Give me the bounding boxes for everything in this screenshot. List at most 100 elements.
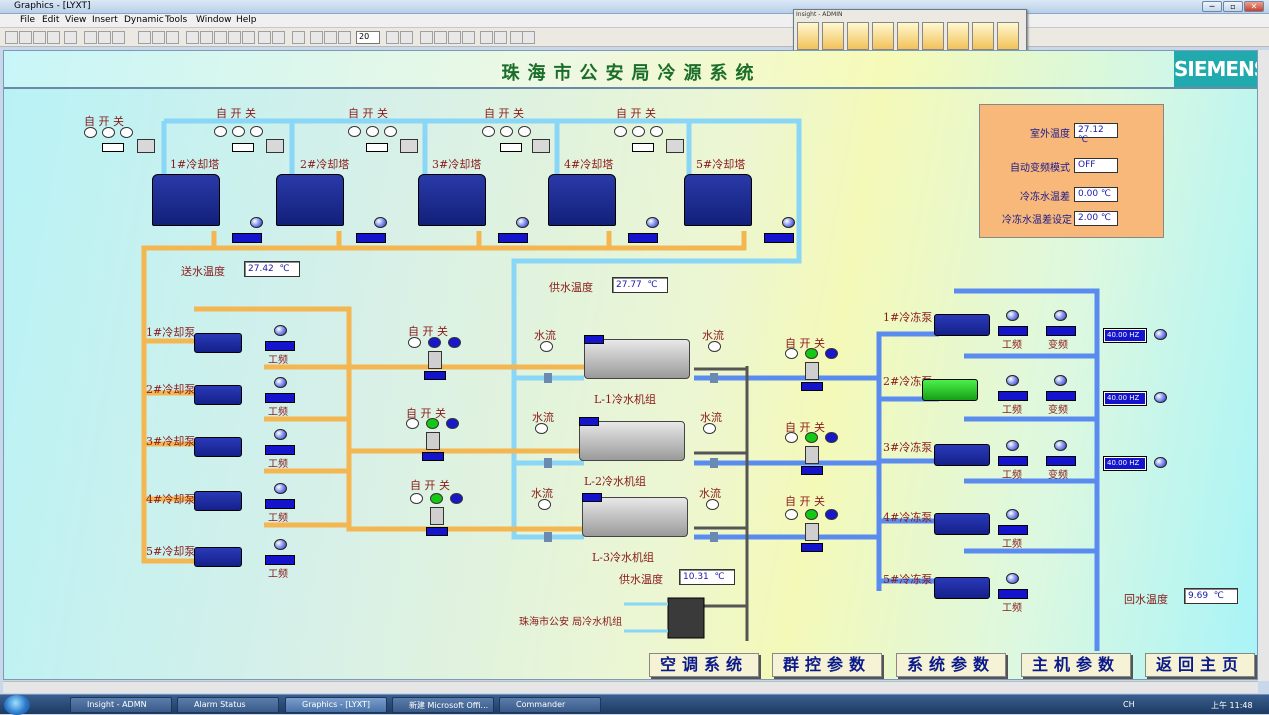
pump2-freq-indicator[interactable] — [1154, 392, 1167, 403]
status-indicator[interactable] — [232, 126, 245, 137]
status-indicator[interactable] — [646, 217, 659, 228]
toolbar-button[interactable] — [19, 31, 32, 44]
flow-switch-b[interactable] — [708, 341, 721, 352]
status-indicator[interactable] — [500, 126, 513, 137]
toolbar-button[interactable] — [386, 31, 399, 44]
toolbar-button[interactable] — [338, 31, 351, 44]
cooling-pump-icon[interactable] — [194, 547, 242, 567]
flow-switch-b[interactable] — [706, 499, 719, 510]
status-indicator[interactable] — [518, 126, 531, 137]
network-icon[interactable] — [947, 22, 969, 50]
toolbar-button[interactable] — [292, 31, 305, 44]
pump-status-indicator[interactable] — [1006, 573, 1019, 584]
pump3-freq-indicator[interactable] — [1154, 457, 1167, 468]
tools-icon[interactable] — [897, 22, 919, 50]
toolbar-button[interactable] — [522, 31, 535, 44]
toolbar-button[interactable] — [200, 31, 213, 44]
valve-status-indicator[interactable] — [825, 348, 838, 359]
valve-status-indicator[interactable] — [428, 337, 441, 348]
schedule-icon[interactable] — [922, 22, 944, 50]
toolbar-button[interactable] — [98, 31, 111, 44]
valve-status-indicator[interactable] — [805, 509, 818, 520]
menu-view[interactable]: View — [65, 15, 87, 25]
chiller-unit-icon[interactable] — [579, 421, 685, 461]
vertical-scrollbar[interactable] — [1258, 50, 1269, 681]
alarm-icon[interactable] — [822, 22, 844, 50]
pump-status-indicator[interactable] — [274, 377, 287, 388]
status-indicator[interactable] — [384, 126, 397, 137]
menu-help[interactable]: Help — [236, 15, 257, 25]
chw-diff-set-value[interactable]: 2.00 ℃ — [1074, 211, 1118, 226]
valve-status-indicator[interactable] — [410, 493, 423, 504]
toolbar-button[interactable] — [434, 31, 447, 44]
valve-actuator-icon[interactable] — [805, 446, 819, 464]
status-indicator[interactable] — [650, 126, 663, 137]
vfd-status-indicator[interactable] — [1054, 375, 1067, 386]
pump-status-indicator[interactable] — [1006, 509, 1019, 520]
status-indicator[interactable] — [632, 126, 645, 137]
cooling-pump-icon[interactable] — [194, 437, 242, 457]
status-indicator[interactable] — [120, 127, 133, 138]
fan-valve-icon[interactable] — [266, 139, 284, 153]
pump-status-indicator[interactable] — [274, 325, 287, 336]
status-indicator[interactable] — [102, 127, 115, 138]
fan-valve-icon[interactable] — [532, 139, 550, 153]
valve-status-indicator[interactable] — [825, 432, 838, 443]
toolbar-button[interactable] — [5, 31, 18, 44]
toolbar-button[interactable] — [324, 31, 337, 44]
task-graphics[interactable]: Graphics - [LYXT] — [285, 697, 387, 713]
flow-switch-a[interactable] — [535, 423, 548, 434]
status-indicator[interactable] — [516, 217, 529, 228]
menu-window[interactable]: Window — [196, 15, 232, 25]
valve-status-indicator[interactable] — [785, 348, 798, 359]
cooling-tower-icon[interactable] — [548, 174, 616, 226]
menu-tools[interactable]: Tools — [165, 15, 188, 25]
minimize-button[interactable]: ─ — [1202, 1, 1222, 12]
cooling-tower-icon[interactable] — [684, 174, 752, 226]
toolbar-button[interactable] — [242, 31, 255, 44]
close-button[interactable]: ✕ — [1244, 1, 1264, 12]
valve-status-indicator[interactable] — [450, 493, 463, 504]
valve-status-indicator[interactable] — [446, 418, 459, 429]
toolbar-button[interactable] — [310, 31, 323, 44]
clock[interactable]: 上午 11:48 — [1211, 701, 1253, 710]
toolbar-button[interactable] — [494, 31, 507, 44]
toolbar-button[interactable] — [112, 31, 125, 44]
toolbar-button[interactable] — [64, 31, 77, 44]
menu-edit[interactable]: Edit — [42, 15, 60, 25]
pump-status-indicator[interactable] — [1006, 440, 1019, 451]
pump-status-indicator[interactable] — [274, 483, 287, 494]
task-office[interactable]: 新建 Microsoft Offi... — [392, 697, 494, 713]
valve-status-indicator[interactable] — [430, 493, 443, 504]
cooling-tower-icon[interactable] — [276, 174, 344, 226]
vfd-status-indicator[interactable] — [1054, 440, 1067, 451]
valve-status-indicator[interactable] — [785, 432, 798, 443]
key-icon[interactable] — [797, 22, 819, 50]
toolbar-button[interactable] — [186, 31, 199, 44]
pump-status-indicator[interactable] — [274, 429, 287, 440]
valve-status-indicator[interactable] — [426, 418, 439, 429]
chiller-unit-icon[interactable] — [584, 339, 690, 379]
chiller-unit-icon[interactable] — [582, 497, 688, 537]
menu-insert[interactable]: Insert — [92, 15, 118, 25]
horizontal-scrollbar[interactable] — [3, 681, 1258, 693]
fan-valve-icon[interactable] — [400, 139, 418, 153]
toolbar-button[interactable] — [420, 31, 433, 44]
status-indicator[interactable] — [214, 126, 227, 137]
valve-status-indicator[interactable] — [805, 432, 818, 443]
cooling-pump-icon[interactable] — [194, 333, 242, 353]
status-indicator[interactable] — [482, 126, 495, 137]
building-icon[interactable] — [872, 22, 894, 50]
status-indicator[interactable] — [614, 126, 627, 137]
status-indicator[interactable] — [250, 217, 263, 228]
toolbar-button[interactable] — [400, 31, 413, 44]
cooling-tower-icon[interactable] — [418, 174, 486, 226]
graphics-icon[interactable] — [847, 22, 869, 50]
task-alarm-status[interactable]: Alarm Status — [177, 697, 279, 713]
valve-status-indicator[interactable] — [805, 348, 818, 359]
settings-icon[interactable] — [997, 22, 1019, 50]
auto-vfd-value[interactable]: OFF — [1074, 158, 1118, 173]
toolbar-button[interactable] — [138, 31, 151, 44]
trend-icon[interactable] — [972, 22, 994, 50]
cooling-tower-icon[interactable] — [152, 174, 220, 226]
